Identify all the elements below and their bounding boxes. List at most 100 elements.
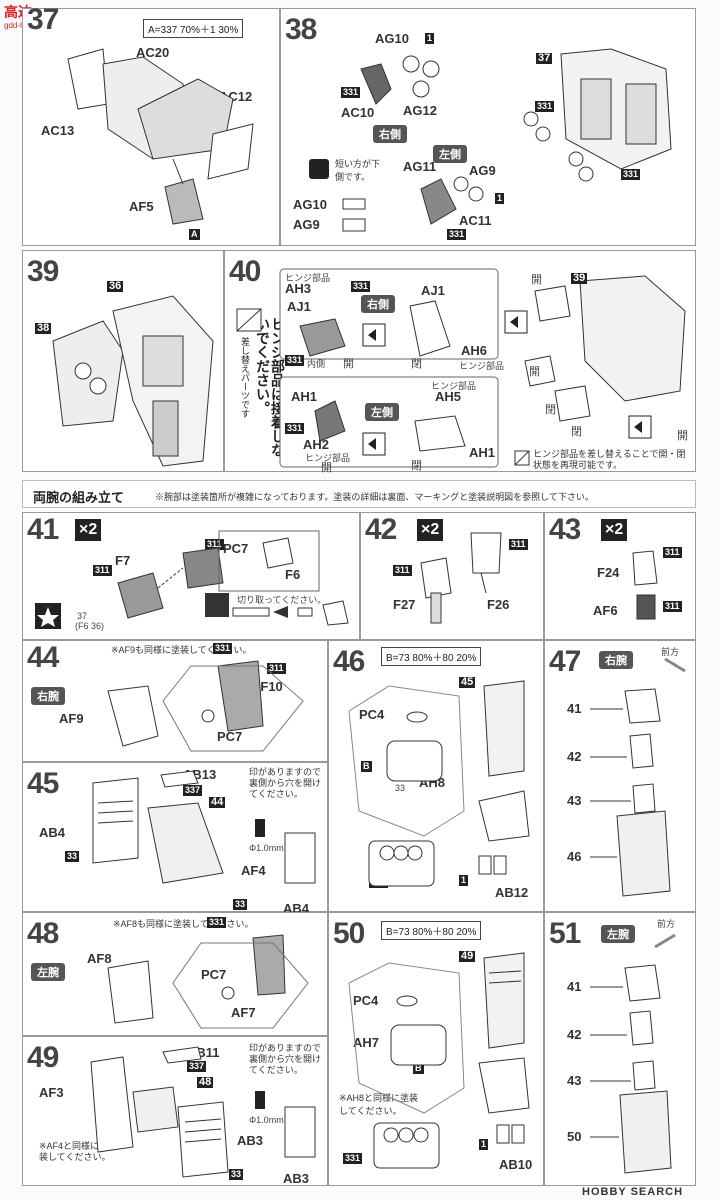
step-number: 51 — [549, 917, 581, 950]
ref-step: 44 — [209, 796, 226, 808]
ref-step: 46 — [567, 849, 582, 864]
part-label: AC20 — [136, 45, 170, 60]
hinge-label: ヒンジ部品 — [459, 361, 505, 371]
paint-code: 311 — [93, 565, 112, 576]
ref-step: 36 — [107, 280, 124, 292]
step-39-panel: 39 36 38 — [22, 250, 224, 472]
left-forearm-shell-illustration — [90, 1046, 316, 1178]
paint-code: 311 — [205, 539, 224, 550]
elbow-joint-illustration — [420, 532, 502, 624]
part-label: AH1 — [291, 389, 318, 404]
part-label: AC13 — [41, 123, 75, 138]
step-number: 48 — [27, 917, 59, 950]
step-number: 38 — [285, 13, 317, 46]
part-label: F24 — [597, 565, 620, 580]
part-label: F26 — [487, 597, 510, 612]
step-50-panel: 50 B=73 80%＋80 20% 49 PC4 AH7 B ※AH8と同様に… — [328, 912, 544, 1186]
paint-code: 33 — [395, 783, 406, 793]
ref-step: 42 — [567, 1027, 582, 1042]
paint-code: 337 — [187, 1061, 207, 1072]
side-label-left: 左側 — [365, 403, 399, 421]
section-header: 両腕の組み立て ※腕部は塗装箇所が複雑になっております。塗装の詳細は裏面、マーキ… — [22, 480, 696, 508]
part-label: AF5 — [129, 199, 154, 214]
step-number: 49 — [27, 1041, 59, 1074]
drill-size: Φ1.0mm — [249, 1115, 284, 1125]
part-label: AG10 — [293, 197, 327, 212]
step-46-panel: 46 B=73 80%＋80 20% 45 PC4 B AH8 33 331 1… — [328, 640, 544, 912]
paint-code: 311 — [267, 663, 286, 674]
part-label: AH2 — [303, 437, 330, 452]
step-48-panel: 48 ※AF8も同様に塗装してください。 331 左腕 AF8 PC7 AF7 — [22, 912, 328, 1036]
orientation-note: 短い方が下側です。 — [335, 159, 381, 182]
open-label: 開 — [529, 366, 540, 378]
upper-arm-illustration — [348, 680, 530, 887]
hinge-label: ヒンジ部品 — [431, 381, 477, 391]
paint-code: 1 — [425, 33, 435, 44]
part-label: AF7 — [231, 1005, 256, 1020]
hole-note: 印がありますので裏側から穴を開けてください。 — [249, 767, 322, 799]
step-number: 50 — [333, 917, 365, 950]
upper-body-illustration — [52, 295, 214, 467]
part-label: AF9 — [59, 711, 84, 726]
part-label: AB3 — [283, 1171, 310, 1186]
part-label: PC4 — [359, 707, 385, 722]
ref-step: 38 — [35, 322, 52, 334]
part-label: AB12 — [495, 885, 529, 900]
step-number: 40 — [229, 255, 261, 288]
hole-note: 印がありますので裏側から穴を開けてください。 — [249, 1043, 322, 1075]
paint-badge: A — [189, 229, 200, 240]
close-label: 閉 — [571, 426, 582, 438]
shoulder-assembly-illustration — [309, 48, 672, 232]
step-38-panel: 38 AG10 1 331 AC10 AG12 右側 左側 AG11 AG9 A… — [280, 8, 696, 246]
part-label: AF3 — [39, 1085, 64, 1100]
left-upper-arm-illustration — [348, 952, 530, 1169]
step-41-panel: 41 ×2 F7 311 311 PC7 F6 切り取ってください。 (F6 3… — [22, 512, 360, 640]
close-label: 閉 — [411, 460, 422, 472]
part-label: AG12 — [403, 103, 437, 118]
part-label: AF6 — [593, 603, 618, 618]
part-label: AC10 — [341, 105, 375, 120]
paint-code: 331 — [285, 423, 305, 434]
part-label: AH7 — [353, 1035, 380, 1050]
close-label: 閉 — [411, 358, 422, 370]
paint-ratio: B=73 80%＋80 20% — [381, 647, 482, 666]
paint-badge: B — [413, 1063, 424, 1074]
wrist-part-illustration — [632, 550, 658, 620]
paint-code: 331 — [341, 87, 361, 98]
paint-code: 331 — [621, 169, 641, 180]
multiplier-badge: ×2 — [417, 519, 444, 541]
step-45-panel: 45 AB13 337 44 AB4 33 AF4 33 印がありますので裏側か… — [22, 762, 328, 916]
part-label: AG9 — [469, 163, 496, 178]
ref-step: 48 — [197, 1076, 214, 1088]
step-43-panel: 43 ×2 311 F24 AF6 311 — [544, 512, 696, 640]
paint-code: 1 — [479, 1139, 489, 1150]
part-label: AG9 — [293, 217, 320, 232]
step-40-illustration — [236, 268, 686, 468]
step-42-panel: 42 ×2 311 311 F27 F26 — [360, 512, 544, 640]
step-number: 46 — [333, 645, 365, 678]
swap-note: ヒンジ部品を差し替えることで開・閉状態を再現可能です。 — [533, 449, 686, 470]
paint-code: 1 — [495, 193, 505, 204]
paint-code: 331 — [343, 1153, 363, 1164]
paint-code: 33 — [229, 1169, 244, 1180]
ref-step: 50 — [567, 1129, 582, 1144]
side-label-right-arm: 右腕 — [31, 687, 65, 705]
left-arm-assembly-illustration — [590, 933, 676, 1174]
part-label: AH6 — [461, 343, 488, 358]
part-label: AB4 — [39, 825, 66, 840]
side-label-right: 右側 — [373, 125, 407, 143]
multiplier-badge: ×2 — [601, 519, 628, 541]
left-forearm-inner-illustration — [107, 934, 309, 1029]
ref-step: 42 — [567, 749, 582, 764]
paint-note: ※AF8も同様に塗装してください。 — [113, 919, 254, 929]
paint-code: 311 — [663, 547, 682, 558]
step-number: 43 — [549, 513, 581, 546]
step-47-panel: 47 右腕 前方 41 42 43 46 — [544, 640, 696, 912]
step-number: 37 — [27, 3, 59, 36]
hinge-label: ヒンジ部品 — [305, 453, 351, 463]
part-label: AF4 — [241, 863, 266, 878]
step-number: 47 — [549, 645, 581, 678]
paint-note: ※AF4と同様に塗装してください。 — [39, 1141, 111, 1162]
paint-code: 331 — [447, 229, 467, 240]
